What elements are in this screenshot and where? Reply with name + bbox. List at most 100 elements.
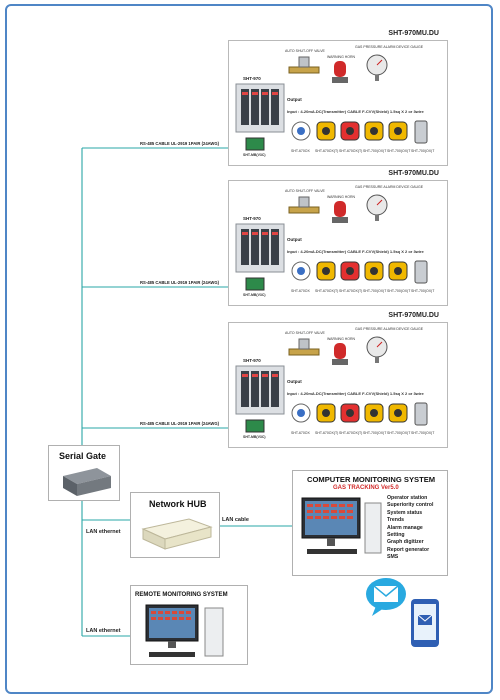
gas-controller-cabinet: [235, 365, 285, 415]
valve-label: AUTO SHUT-OFF VALVE: [285, 189, 325, 193]
sensor-label: SHT-700(OX)T: [411, 431, 435, 435]
controller-label: SHT-970: [243, 76, 261, 81]
sensor-label: SHT-670OX: [291, 431, 310, 435]
sensor-label: SHT-700(OX)T: [387, 431, 411, 435]
gas-detector-icon: [388, 403, 408, 423]
relay-module-label: SHT-MB(V3C): [243, 435, 266, 439]
gas-detector-icon: [291, 403, 311, 423]
sensor-label: SHT-670OX(T): [339, 149, 363, 153]
controller-panel-3: SHT-970MU.DU SHT-970 Output AUTO SHUT-OF…: [228, 312, 448, 448]
input-label: Input : 4-20mA.DC(Transmitter) CABLE F-C…: [287, 391, 424, 396]
shut-off-valve-icon: [288, 338, 320, 356]
rs485-cable-label: RS-485 CABLE UL-2919 1PAIR (24AWG): [140, 141, 220, 146]
gas-detector-icon: [388, 261, 408, 281]
feature-item: Report generator: [387, 546, 430, 553]
relay-module-label: SHT-MB(V3C): [243, 153, 266, 157]
remote-workstation-icon: [145, 604, 224, 657]
output-label: Output: [287, 237, 302, 242]
computer-monitoring-box: COMPUTER MONITORING SYSTEM GAS TRACKING …: [292, 470, 448, 576]
serial-gateway-device-icon: [63, 468, 111, 496]
gas-controller-cabinet: [235, 83, 285, 133]
gas-detector-row: [291, 260, 428, 284]
sensor-label: SHT-670OX: [291, 289, 310, 293]
sensor-label: SHT-700(OX)T: [387, 149, 411, 153]
smartphone-icon: [411, 599, 439, 647]
gas-detector-icon: [316, 261, 336, 281]
valve-label: AUTO SHUT-OFF VALVE: [285, 49, 325, 53]
gauge-label: GAS PRESSURE ALARM DEVICE GAUGE: [355, 45, 424, 49]
feature-item: System status: [387, 509, 423, 516]
gas-detector-icon: [414, 260, 428, 284]
gas-detector-icon: [388, 121, 408, 141]
feature-item: Superiority control: [387, 502, 434, 509]
lan-cable-label: LAN cable: [222, 517, 249, 523]
feature-item: Alarm manage: [387, 524, 423, 531]
horn-label: WARNING HORN: [327, 337, 356, 341]
gauge-label: GAS PRESSURE ALARM DEVICE GAUGE: [355, 327, 424, 331]
output-label: Output: [287, 97, 302, 102]
controller-panel-2: SHT-970MU.DU SHT-970 Output AUTO SHUT-OF…: [228, 170, 448, 306]
valve-label: AUTO SHUT-OFF VALVE: [285, 331, 325, 335]
output-label: Output: [287, 379, 302, 384]
sensor-label: SHT-700(OX)T: [411, 149, 435, 153]
relay-module-icon: [245, 419, 265, 433]
computer-monitoring-title: COMPUTER MONITORING SYSTEM: [307, 475, 436, 484]
feature-item: Trends: [387, 517, 405, 524]
sensor-label: SHT-700(OX)T: [387, 289, 411, 293]
sensor-label: SHT-700(OX)T: [363, 149, 387, 153]
shut-off-valve-icon: [288, 196, 320, 214]
controller-label: SHT-970: [243, 216, 261, 221]
sensor-label: SHT-700(OX)T: [363, 289, 387, 293]
network-hub-box: Network HUB: [130, 492, 220, 558]
serial-gate-title: Serial Gate: [59, 451, 107, 461]
pressure-gauge-icon: [366, 54, 388, 81]
gas-detector-icon: [340, 261, 360, 281]
warning-horn-icon: [332, 343, 348, 365]
shut-off-valve-icon: [288, 56, 320, 74]
gas-detector-row: [291, 120, 428, 144]
warning-horn-icon: [332, 201, 348, 223]
panel-title: SHT-970MU.DU: [388, 312, 439, 319]
gas-detector-icon: [414, 402, 428, 426]
rs485-cable-label: RS-485 CABLE UL-2919 1PAIR (24AWG): [140, 280, 220, 285]
pressure-gauge-icon: [366, 336, 388, 363]
relay-module-label: SHT-MB(V3C): [243, 293, 266, 297]
input-label: Input : 4-20mA.DC(Transmitter) CABLE F-C…: [287, 249, 424, 254]
horn-label: WARNING HORN: [327, 55, 356, 59]
sensor-label: SHT-670OX: [291, 149, 310, 153]
sensor-label: SHT-670OX(T): [315, 149, 339, 153]
message-bubble-icon: [366, 578, 406, 616]
sensor-label: SHT-700(OX)T: [411, 289, 435, 293]
controller-label: SHT-970: [243, 358, 261, 363]
rs485-cable-label: RS-485 CABLE UL-2919 1PAIR (24AWG): [140, 421, 220, 426]
remote-monitoring-title: REMOTE MONITORING SYSTEM: [135, 592, 228, 598]
lan-ethernet-label: LAN ethernet: [86, 529, 121, 535]
sensor-label: SHT-670OX(T): [339, 431, 363, 435]
gas-detector-icon: [414, 120, 428, 144]
sensor-label: SHT-670OX(T): [315, 431, 339, 435]
gauge-label: GAS PRESSURE ALARM DEVICE GAUGE: [355, 185, 424, 189]
gas-controller-cabinet: [235, 223, 285, 273]
monitoring-workstation-icon: [301, 497, 382, 554]
network-switch-icon: [141, 518, 213, 550]
gas-detector-row: [291, 402, 428, 426]
gas-detector-icon: [340, 121, 360, 141]
gas-detector-icon: [291, 121, 311, 141]
remote-monitoring-box: REMOTE MONITORING SYSTEM: [130, 585, 248, 665]
controller-panel-1: SHT-970MU.DU SHT-970 Output AUTO SHUT-OF…: [228, 30, 448, 166]
sensor-label: SHT-700(OX)T: [363, 431, 387, 435]
feature-list: Operator station Superiority control Sys…: [387, 495, 433, 562]
sensor-label: SHT-670OX(T): [339, 289, 363, 293]
serial-gate-box: Serial Gate: [48, 445, 120, 501]
sensor-label: SHT-670OX(T): [315, 289, 339, 293]
pressure-gauge-icon: [366, 194, 388, 221]
gas-detector-icon: [364, 121, 384, 141]
panel-title: SHT-970MU.DU: [388, 30, 439, 37]
gas-detector-icon: [364, 261, 384, 281]
gas-detector-icon: [364, 403, 384, 423]
horn-label: WARNING HORN: [327, 195, 356, 199]
computer-monitoring-subtitle: GAS TRACKING Ver5.0: [333, 485, 399, 491]
outer-frame: [5, 4, 493, 694]
feature-item: SMS: [387, 554, 399, 561]
